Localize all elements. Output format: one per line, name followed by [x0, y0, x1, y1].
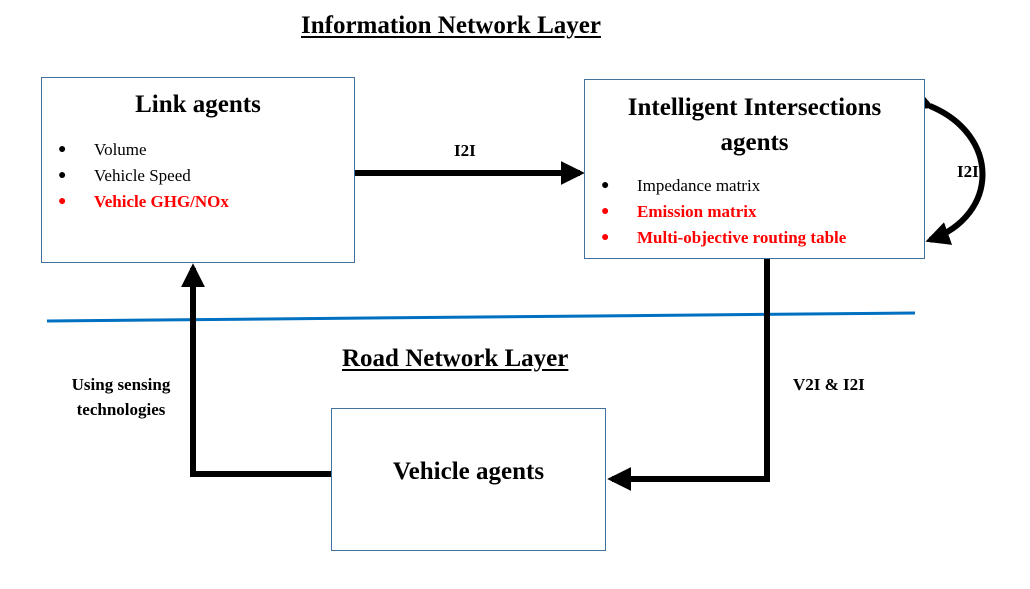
list-item-label: Volume — [94, 140, 147, 159]
information-network-layer-title: Information Network Layer — [301, 12, 601, 39]
arrow-vehicle-to-link — [181, 263, 334, 477]
bullet-icon: ● — [58, 194, 67, 209]
intelligent-intersections-box: Intelligent Intersections agents ● Imped… — [584, 79, 925, 259]
link-agents-list: ● Volume ● Vehicle Speed ● Vehicle GHG/N… — [58, 137, 229, 215]
intersection-agents-list: ● Impedance matrix ● Emission matrix ● M… — [601, 173, 846, 251]
link-agents-title: Link agents — [135, 91, 261, 118]
bullet-icon: ● — [58, 142, 67, 157]
sensing-technologies-label: Using sensing technologies — [71, 375, 171, 419]
list-item-label: Vehicle GHG/NOx — [94, 192, 229, 211]
i2i-link-label: I2I — [454, 141, 476, 160]
list-item-label: Impedance matrix — [637, 176, 761, 195]
road-network-layer-title: Road Network Layer — [342, 345, 569, 372]
list-item-label: Emission matrix — [637, 202, 757, 221]
v2i-i2i-label: V2I & I2I — [793, 375, 865, 394]
list-item: ● Volume — [58, 137, 229, 163]
vehicle-agents-title: Vehicle agents — [392, 458, 545, 485]
list-item: ● Impedance matrix — [601, 173, 846, 199]
arrow-intersection-self-loop — [907, 87, 986, 245]
list-item-label: Vehicle Speed — [94, 166, 191, 185]
layer-divider-line — [46, 311, 916, 323]
intelligent-intersections-title: Intelligent Intersections agents — [627, 94, 882, 156]
list-item: ● Emission matrix — [601, 199, 846, 225]
link-agents-box: Link agents ● Volume ● Vehicle Speed ● V… — [41, 77, 355, 263]
list-item: ● Multi-objective routing table — [601, 225, 846, 251]
bullet-icon: ● — [58, 168, 67, 183]
bullet-icon: ● — [601, 178, 610, 193]
list-item: ● Vehicle Speed — [58, 163, 229, 189]
bullet-icon: ● — [601, 230, 610, 245]
list-item: ● Vehicle GHG/NOx — [58, 189, 229, 215]
list-item-label: Multi-objective routing table — [637, 228, 847, 247]
i2i-self-loop-label: I2I — [957, 162, 979, 181]
bullet-icon: ● — [601, 204, 610, 219]
vehicle-agents-box: Vehicle agents — [331, 408, 606, 551]
arrow-intersection-to-vehicle — [607, 235, 779, 491]
